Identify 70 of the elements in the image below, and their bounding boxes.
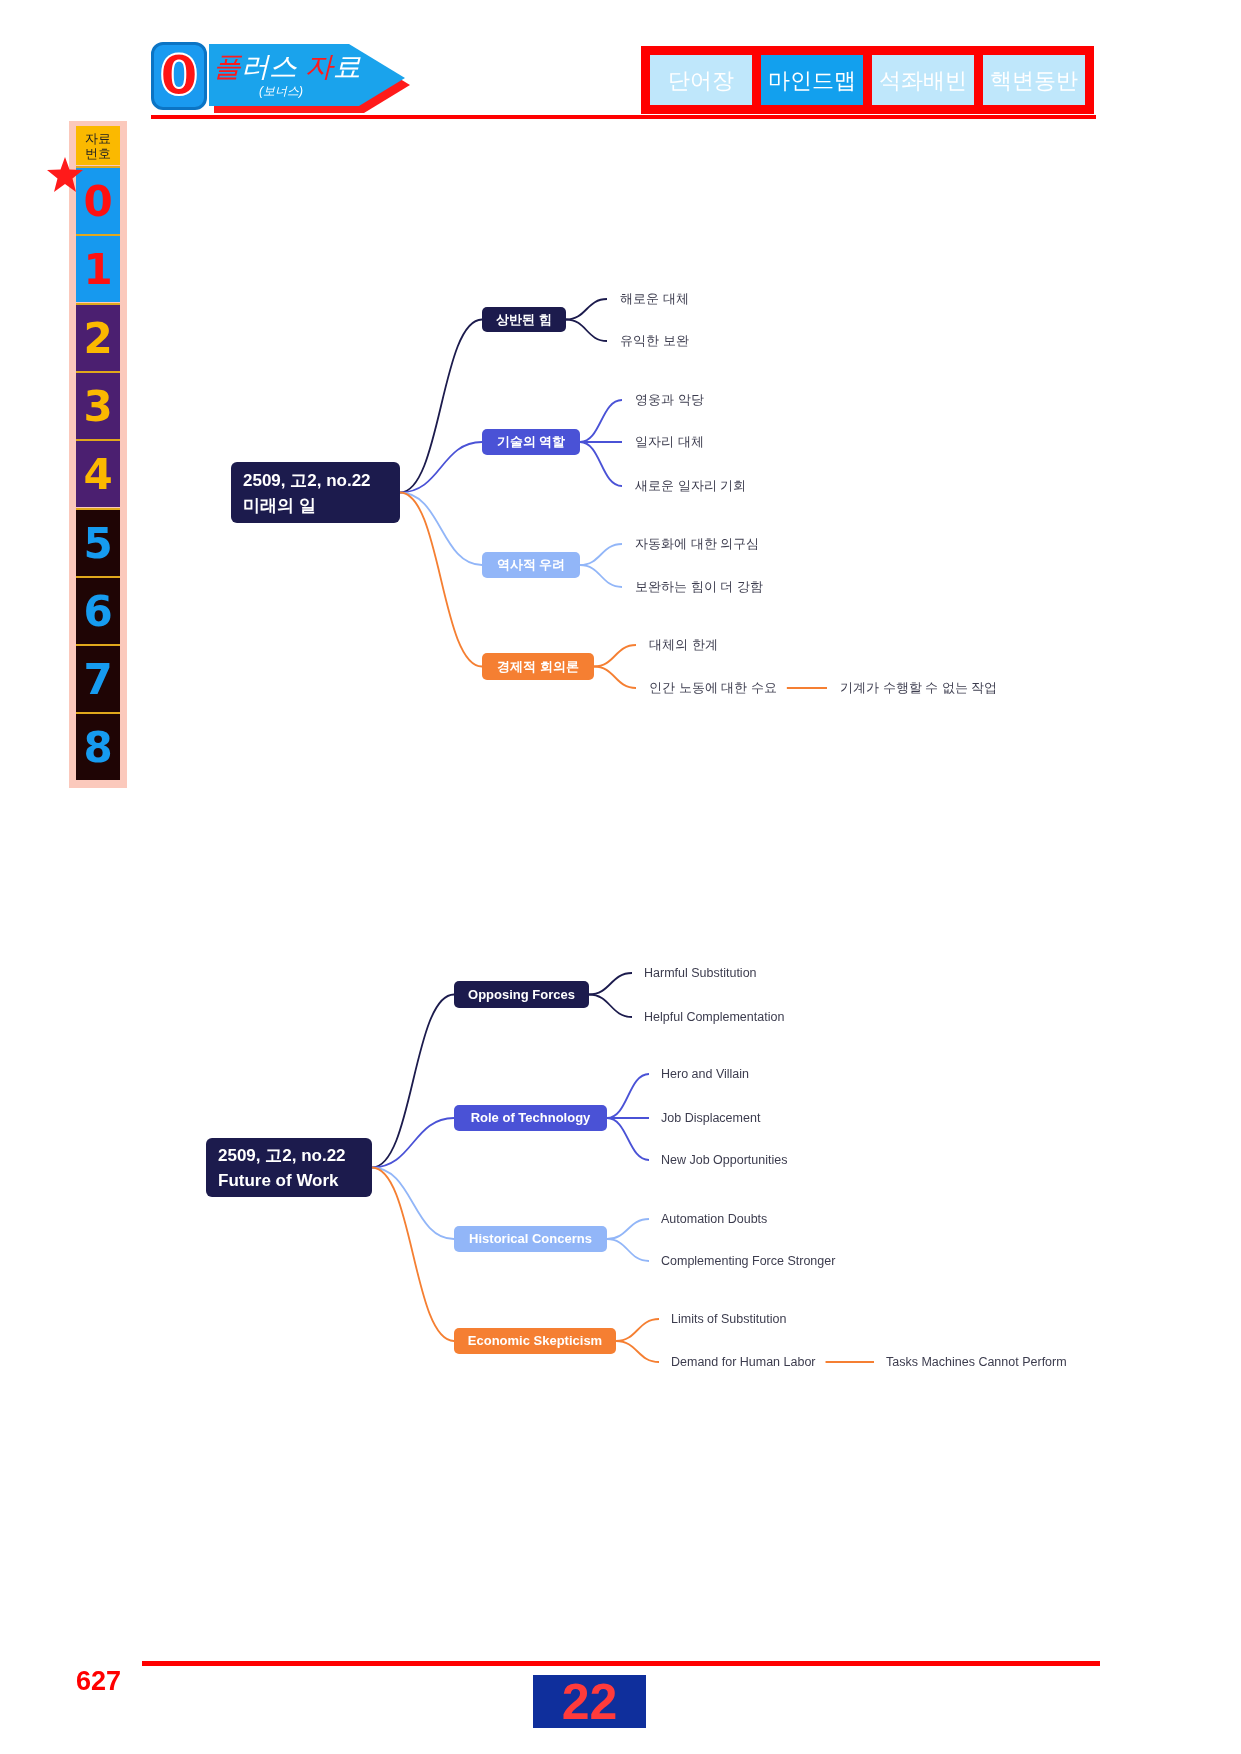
connector-line: [606, 1117, 650, 1161]
connector-line: [606, 1238, 650, 1262]
connector-line: [588, 993, 633, 1018]
subtopic-text: 기계가 수행할 수 없는 작업: [827, 678, 1008, 698]
topic-pill: Historical Concerns: [454, 1226, 607, 1252]
nav-tab: 단어장: [650, 55, 752, 105]
side-page-number: 627: [76, 1668, 122, 1695]
nav-tab: 핵변동반: [983, 55, 1085, 105]
topic-pill: 경제적 회의론: [482, 653, 594, 680]
number-tab: 2: [76, 303, 120, 371]
subtopic-text: Job Displacement: [649, 1108, 771, 1128]
subtopic-text: Automation Doubts: [649, 1209, 778, 1229]
subtopic-text: Hero and Villain: [649, 1064, 760, 1084]
nav-tab: 석좌배빈: [872, 55, 974, 105]
banner-title: 플러스 자료: [212, 50, 361, 84]
connector-line: [588, 972, 633, 996]
topic-title: 미래의 일: [243, 494, 317, 517]
subtopic-text: 영웅과 악당: [622, 390, 714, 410]
subtopic-text: 새로운 일자리 기회: [622, 476, 757, 496]
nav-tab: 마인드맵: [761, 55, 863, 105]
number-tab: 4: [76, 439, 120, 507]
subtopic-text: Harmful Substitution: [632, 963, 767, 983]
connector-line: [565, 298, 608, 321]
subtopic-text: 인간 노동에 대한 수요: [636, 678, 787, 698]
number-tab: 3: [76, 371, 120, 439]
number-tab: 6: [76, 576, 120, 644]
connector-line: [615, 1340, 660, 1363]
connector-line: [371, 1117, 455, 1169]
topic-code: 2509, 고2, no.22: [218, 1144, 347, 1167]
connector-line: [371, 1166, 455, 1342]
subtopic-text: 일자리 대체: [622, 432, 714, 452]
topic-pill: Opposing Forces: [454, 981, 589, 1008]
number-tab: 5: [76, 508, 120, 576]
subtopic-text: Limits of Substitution: [659, 1309, 797, 1329]
subtopic-text: 대체의 한계: [636, 635, 728, 655]
topic-pill: 역사적 우려: [482, 552, 580, 578]
subtopic-text: Demand for Human Labor: [659, 1352, 826, 1372]
central-topic-card: [206, 1138, 372, 1197]
number-tab: 1: [76, 234, 120, 302]
connector-line: [579, 564, 623, 588]
number-tab: 0: [76, 166, 120, 234]
topic-pill: Economic Skepticism: [454, 1328, 616, 1354]
topic-code: 2509, 고2, no.22: [243, 469, 372, 492]
subtopic-text: 보완하는 힘이 더 강함: [622, 577, 773, 597]
number-tab: 8: [76, 712, 120, 780]
number-tab: 7: [76, 644, 120, 712]
connector-line: [565, 318, 608, 342]
connector-line: [593, 665, 637, 689]
subtopic-text: 자동화에 대한 의구심: [622, 534, 770, 554]
connector-line: [593, 644, 637, 668]
subtopic-text: Complementing Force Stronger: [649, 1251, 846, 1271]
subtopic-text: New Job Opportunities: [649, 1150, 798, 1170]
subtopic-text: Helpful Complementation: [632, 1007, 795, 1027]
sidebar-header: 자료 번호: [76, 126, 120, 165]
topic-pill: 기술의 역할: [482, 429, 580, 455]
subtopic-text: 유익한 보완: [607, 331, 699, 351]
topic-pill: 상반된 힘: [482, 307, 566, 332]
page-number: 22: [533, 1675, 646, 1728]
section-number-badge: 0: [151, 42, 207, 110]
central-topic-card: [231, 462, 400, 523]
topic-title: Future of Work: [218, 1169, 340, 1192]
banner-subtitle: (보너스): [258, 84, 303, 98]
subtopic-text: Tasks Machines Cannot Perform: [874, 1352, 1077, 1372]
topic-pill: Role of Technology: [454, 1105, 607, 1131]
connector-line: [399, 441, 483, 494]
connector-line: [399, 491, 483, 668]
connector-line: [785, 687, 828, 689]
connector-line: [579, 441, 623, 487]
connector-line: [824, 1361, 875, 1363]
subtopic-text: 해로운 대체: [607, 289, 699, 309]
